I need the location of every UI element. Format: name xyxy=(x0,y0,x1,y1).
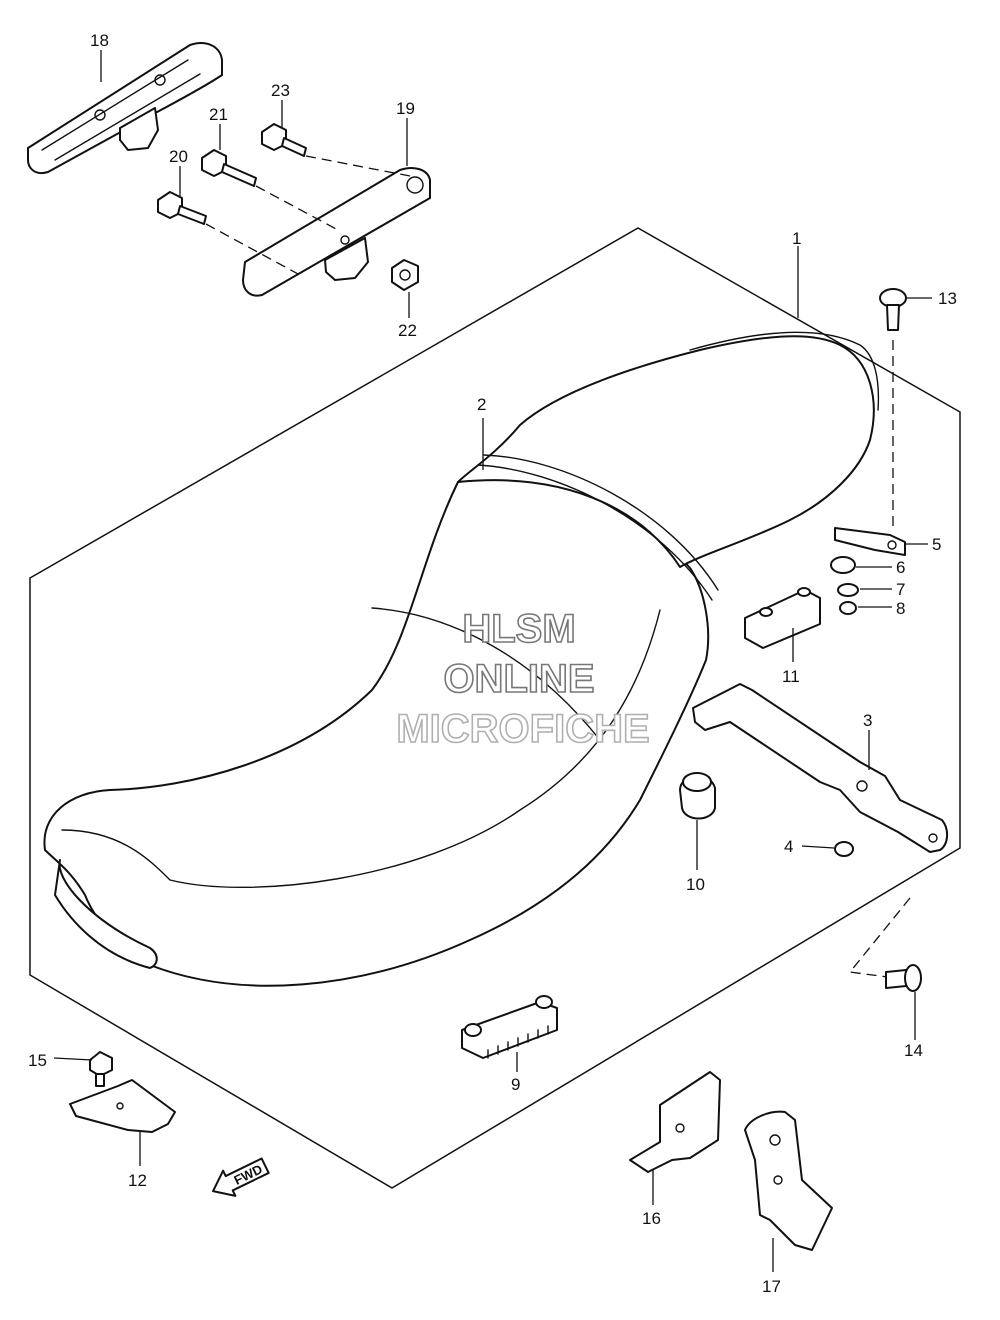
alignment-line-14 xyxy=(848,897,911,979)
callout-6: 6 xyxy=(896,558,905,577)
callout-17: 17 xyxy=(762,1277,781,1296)
alignment-line-23 xyxy=(305,155,411,177)
grommet-10[interactable] xyxy=(679,772,716,820)
bolt-20[interactable] xyxy=(157,191,207,225)
callout-4: 4 xyxy=(784,837,793,856)
callout-11: 11 xyxy=(782,667,800,686)
screw-13[interactable] xyxy=(879,288,907,331)
callout-10: 10 xyxy=(686,875,705,894)
bolt-23[interactable] xyxy=(261,123,307,157)
bolt-15[interactable] xyxy=(89,1051,113,1087)
clip-6[interactable] xyxy=(830,556,856,574)
bracket-3[interactable] xyxy=(692,683,948,853)
seat-assembly[interactable] xyxy=(43,331,880,987)
assembly-frame xyxy=(29,227,961,1189)
bolt-21[interactable] xyxy=(201,149,257,187)
bracket-5[interactable] xyxy=(834,527,906,556)
watermark-line-1: HLSM xyxy=(462,607,575,651)
leader-lines xyxy=(53,50,932,1272)
leader-4 xyxy=(801,845,835,849)
watermark: HLSM ONLINE MICROFICHE xyxy=(396,606,651,752)
nut-22[interactable] xyxy=(391,259,419,291)
callout-22: 22 xyxy=(398,321,417,340)
bracket-17[interactable] xyxy=(744,1110,833,1251)
callout-2: 2 xyxy=(477,395,486,414)
cushion-11[interactable] xyxy=(744,587,821,649)
callout-21: 21 xyxy=(209,105,228,124)
cushion-9[interactable] xyxy=(461,995,558,1059)
bracket-16[interactable] xyxy=(629,1071,721,1173)
alignment-line-20 xyxy=(205,223,301,276)
bracket-12[interactable] xyxy=(69,1079,176,1133)
nut-4[interactable] xyxy=(834,841,854,857)
callout-23: 23 xyxy=(271,81,290,100)
fwd-direction-arrow: FWD xyxy=(212,1157,270,1197)
watermark-line-2: ONLINE xyxy=(443,657,594,701)
callout-14: 14 xyxy=(904,1041,923,1060)
watermark-line-3: MICROFICHE xyxy=(396,707,649,751)
callout-5: 5 xyxy=(932,535,941,554)
washer-7[interactable] xyxy=(837,583,859,597)
callout-19: 19 xyxy=(396,99,415,118)
callout-7: 7 xyxy=(896,580,905,599)
callout-3: 3 xyxy=(863,711,872,730)
callout-13: 13 xyxy=(938,289,957,308)
callout-12: 12 xyxy=(128,1171,147,1190)
callout-15: 15 xyxy=(28,1051,47,1070)
bracket-19[interactable] xyxy=(242,167,431,297)
leader-15 xyxy=(53,1057,93,1061)
callout-20: 20 xyxy=(169,147,188,166)
callout-18: 18 xyxy=(90,31,109,50)
callout-16: 16 xyxy=(642,1209,661,1228)
nut-8[interactable] xyxy=(839,601,857,615)
grab-rail-18[interactable] xyxy=(27,42,223,174)
bolt-14[interactable] xyxy=(885,964,922,992)
callout-1: 1 xyxy=(792,229,801,248)
callout-labels: 1 2 3 4 5 6 7 8 9 10 11 12 13 14 15 16 1… xyxy=(28,31,957,1296)
callout-9: 9 xyxy=(511,1075,520,1094)
callout-8: 8 xyxy=(896,599,905,618)
